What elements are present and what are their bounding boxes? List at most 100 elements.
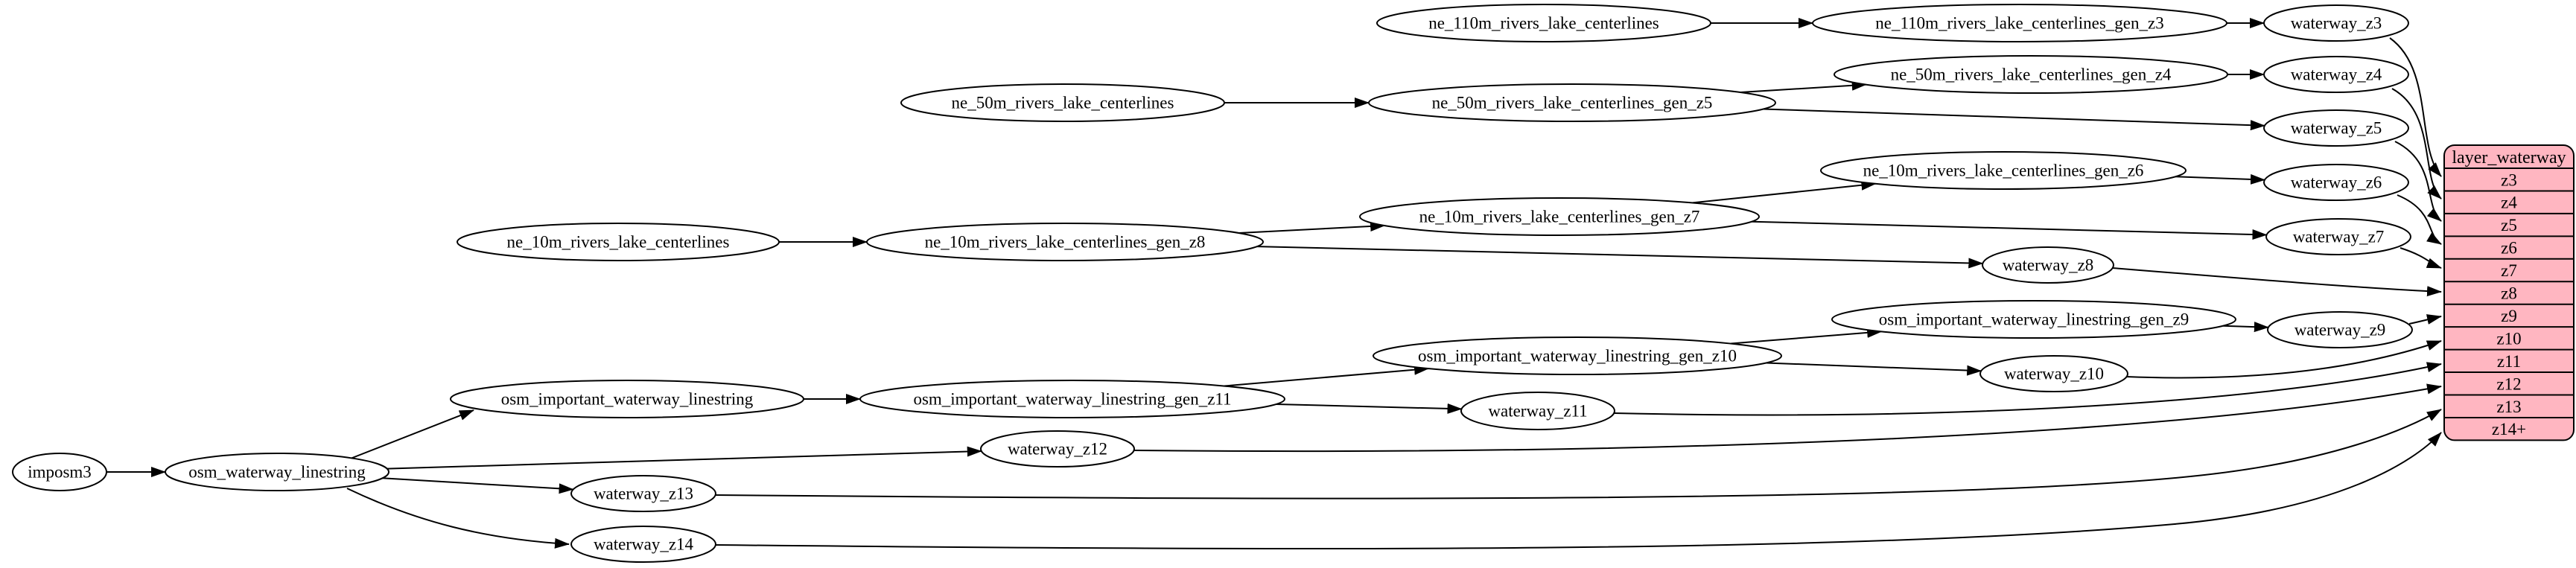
edge-waterway_z11-to-z11 [1614, 362, 2442, 416]
node-label-ne_10m_rivers_lake_centerlines_gen_z6: ne_10m_rivers_lake_centerlines_gen_z6 [1863, 162, 2144, 180]
node-shape-osm_important_waterway_linestring_gen_z11 [859, 380, 1285, 418]
node-osm_important_waterway_linestring: osm_important_waterway_linestring [450, 380, 804, 418]
node-shape-waterway_z9 [2267, 311, 2413, 348]
edge-osm_important_waterway_linestring_gen_z11-to-osm_important_waterway_linestring_gen_z10 [1224, 364, 1430, 387]
node-imposm3: imposm3 [12, 453, 107, 491]
node-label-ne_50m_rivers_lake_centerlines: ne_50m_rivers_lake_centerlines [952, 94, 1174, 112]
node-shape-ne_10m_rivers_lake_centerlines [457, 223, 780, 261]
node-ne_10m_rivers_lake_centerlines_gen_z8: ne_10m_rivers_lake_centerlines_gen_z8 [866, 223, 1264, 261]
node-label-ne_110m_rivers_lake_centerlines_gen_z3: ne_110m_rivers_lake_centerlines_gen_z3 [1875, 14, 2163, 33]
node-shape-waterway_z6 [2263, 164, 2409, 201]
node-waterway_z12: waterway_z12 [980, 430, 1135, 468]
edge-osm_important_waterway_linestring_gen_z9-to-waterway_z9 [2223, 322, 2269, 333]
node-label-waterway_z9: waterway_z9 [2294, 321, 2386, 339]
node-label-waterway_z12: waterway_z12 [1008, 440, 1107, 459]
node-osm_important_waterway_linestring_gen_z11: osm_important_waterway_linestring_gen_z1… [859, 380, 1285, 418]
edge-ne_10m_rivers_lake_centerlines_gen_z7-to-waterway_z7 [1752, 220, 2268, 240]
edge-ne_50m_rivers_lake_centerlines_gen_z5-to-waterway_z5 [1763, 108, 2265, 131]
record-box [2443, 144, 2575, 441]
edge-ne_10m_rivers_lake_centerlines_gen_z8-to-waterway_z8 [1257, 246, 1984, 269]
node-shape-waterway_z7 [2265, 218, 2411, 255]
record-row-z8: z8 [2501, 284, 2517, 303]
node-label-waterway_z10: waterway_z10 [2004, 365, 2104, 383]
edge-ne_10m_rivers_lake_centerlines_gen_z6-to-waterway_z6 [2175, 173, 2265, 185]
edge-waterway_z3-to-z3 [2389, 37, 2442, 177]
node-label-ne_50m_rivers_lake_centerlines_gen_z4: ne_50m_rivers_lake_centerlines_gen_z4 [1891, 66, 2172, 84]
node-label-ne_10m_rivers_lake_centerlines_gen_z8: ne_10m_rivers_lake_centerlines_gen_z8 [925, 233, 1206, 252]
node-shape-waterway_z11 [1460, 392, 1615, 430]
node-label-waterway_z5: waterway_z5 [2291, 119, 2382, 138]
node-shape-ne_10m_rivers_lake_centerlines_gen_z7 [1359, 197, 1760, 236]
node-shape-ne_10m_rivers_lake_centerlines_gen_z6 [1820, 151, 2187, 190]
node-osm_important_waterway_linestring_gen_z9: osm_important_waterway_linestring_gen_z9 [1831, 300, 2236, 339]
edge-waterway_z14-to-z14+ [714, 432, 2442, 549]
edge-osm_waterway_linestring-to-waterway_z12 [387, 446, 982, 470]
node-ne_110m_rivers_lake_centerlines: ne_110m_rivers_lake_centerlines [1376, 4, 1711, 42]
record-row-z13: z13 [2496, 398, 2521, 416]
record-row-z7: z7 [2501, 261, 2517, 280]
node-waterway_z13: waterway_z13 [570, 475, 716, 512]
node-label-ne_10m_rivers_lake_centerlines_gen_z7: ne_10m_rivers_lake_centerlines_gen_z7 [1419, 208, 1700, 226]
edge-ne_10m_rivers_lake_centerlines_gen_z8-to-ne_10m_rivers_lake_centerlines_gen_z7 [1238, 220, 1386, 234]
edge-waterway_z5-to-z5 [2394, 141, 2442, 222]
record-row-z5: z5 [2501, 216, 2517, 234]
node-label-waterway_z14: waterway_z14 [594, 535, 694, 554]
edge-osm_important_waterway_linestring_gen_z10-to-osm_important_waterway_linestring_gen_z9 [1731, 327, 1883, 345]
record-row-z14+: z14+ [2492, 420, 2526, 438]
node-shape-waterway_z5 [2263, 109, 2409, 147]
node-label-waterway_z13: waterway_z13 [594, 485, 693, 503]
edge-waterway_z10-to-z10 [2125, 340, 2442, 379]
node-ne_10m_rivers_lake_centerlines: ne_10m_rivers_lake_centerlines [457, 223, 780, 261]
edge-osm_waterway_linestring-to-osm_important_waterway_linestring [348, 409, 474, 460]
node-shape-ne_50m_rivers_lake_centerlines [900, 83, 1225, 122]
node-label-waterway_z8: waterway_z8 [2003, 256, 2094, 275]
node-label-ne_50m_rivers_lake_centerlines_gen_z5: ne_50m_rivers_lake_centerlines_gen_z5 [1432, 94, 1713, 112]
node-shape-waterway_z12 [980, 430, 1135, 468]
node-shape-waterway_z10 [1979, 355, 2128, 392]
node-shape-waterway_z8 [1982, 246, 2114, 284]
node-label-osm_waterway_linestring: osm_waterway_linestring [188, 463, 366, 482]
node-waterway_z14: waterway_z14 [570, 526, 716, 563]
node-waterway_z5: waterway_z5 [2263, 109, 2409, 147]
node-shape-imposm3 [12, 453, 107, 491]
node-label-ne_10m_rivers_lake_centerlines: ne_10m_rivers_lake_centerlines [507, 233, 730, 252]
edge-osm_important_waterway_linestring_gen_z11-to-waterway_z11 [1276, 403, 1463, 414]
node-shape-osm_waterway_linestring [165, 453, 389, 491]
node-label-osm_important_waterway_linestring_gen_z10: osm_important_waterway_linestring_gen_z1… [1418, 347, 1737, 366]
record-row-z12: z12 [2496, 374, 2521, 393]
node-shape-waterway_z13 [570, 475, 716, 512]
node-shape-ne_50m_rivers_lake_centerlines_gen_z5 [1368, 83, 1776, 122]
edge-osm_waterway_linestring-to-waterway_z14 [346, 488, 570, 549]
edge-waterway_z12-to-z12 [1133, 383, 2442, 453]
node-ne_10m_rivers_lake_centerlines_gen_z7: ne_10m_rivers_lake_centerlines_gen_z7 [1359, 197, 1760, 236]
node-ne_110m_rivers_lake_centerlines_gen_z3: ne_110m_rivers_lake_centerlines_gen_z3 [1812, 4, 2227, 42]
edge-ne_10m_rivers_lake_centerlines_gen_z7-to-ne_10m_rivers_lake_centerlines_gen_z6 [1692, 179, 1877, 204]
node-label-waterway_z4: waterway_z4 [2291, 66, 2382, 84]
node-waterway_z11: waterway_z11 [1460, 392, 1615, 430]
node-shape-ne_10m_rivers_lake_centerlines_gen_z8 [866, 223, 1264, 261]
node-waterway_z10: waterway_z10 [1979, 355, 2128, 392]
node-label-osm_important_waterway_linestring: osm_important_waterway_linestring [501, 390, 754, 409]
node-waterway_z6: waterway_z6 [2263, 164, 2409, 201]
node-label-osm_important_waterway_linestring_gen_z11: osm_important_waterway_linestring_gen_z1… [913, 390, 1231, 409]
record-row-z9: z9 [2501, 307, 2517, 325]
node-label-waterway_z11: waterway_z11 [1488, 402, 1587, 421]
node-label-waterway_z7: waterway_z7 [2293, 228, 2385, 246]
record-row-z3: z3 [2501, 170, 2517, 189]
record-row-z10: z10 [2496, 329, 2521, 348]
node-shape-waterway_z3 [2263, 4, 2409, 42]
node-ne_50m_rivers_lake_centerlines: ne_50m_rivers_lake_centerlines [900, 83, 1225, 122]
node-waterway_z8: waterway_z8 [1982, 246, 2114, 284]
edge-waterway_z9-to-z9 [2408, 314, 2442, 325]
node-waterway_z7: waterway_z7 [2265, 218, 2411, 255]
node-shape-waterway_z14 [570, 526, 716, 563]
node-ne_50m_rivers_lake_centerlines_gen_z4: ne_50m_rivers_lake_centerlines_gen_z4 [1834, 55, 2228, 94]
node-shape-ne_110m_rivers_lake_centerlines_gen_z3 [1812, 4, 2227, 42]
node-label-waterway_z6: waterway_z6 [2291, 173, 2382, 192]
node-shape-ne_110m_rivers_lake_centerlines [1376, 4, 1711, 42]
node-waterway_z3: waterway_z3 [2263, 4, 2409, 42]
node-ne_50m_rivers_lake_centerlines_gen_z5: ne_50m_rivers_lake_centerlines_gen_z5 [1368, 83, 1776, 122]
node-label-waterway_z3: waterway_z3 [2291, 14, 2382, 33]
